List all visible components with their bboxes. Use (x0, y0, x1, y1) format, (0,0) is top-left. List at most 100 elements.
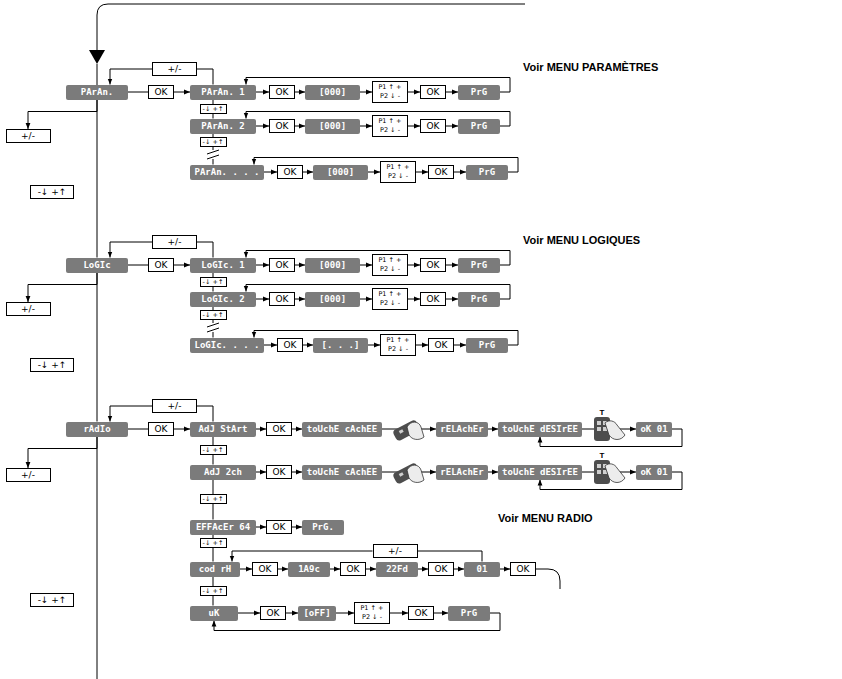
flow-connector (368, 172, 380, 173)
flow-connector (28, 273, 97, 303)
flow-connector (278, 569, 288, 570)
key-letter: T (600, 451, 605, 460)
display-box: LoGIc (66, 258, 128, 273)
node-text: rAdIo (83, 423, 110, 436)
scroll-key-box: -↓ +↑ (200, 137, 227, 147)
node-text: P2 ↓ - (380, 126, 400, 135)
node-text: P2 ↓ - (388, 172, 408, 181)
key-box: OK (277, 338, 303, 352)
remote-hidden-key-icon (392, 462, 424, 485)
key-box: OK (428, 165, 454, 179)
flow-connector (292, 472, 302, 473)
node-text: OK (276, 293, 289, 305)
node-text: OK (427, 86, 440, 98)
node-text: +/- (388, 545, 402, 557)
node-text: PrG (479, 166, 495, 179)
flow-connector (454, 569, 464, 570)
display-box: rELAchEr (436, 422, 488, 437)
display-box: toUchE cAchEE (302, 465, 382, 480)
flow-connector (128, 429, 148, 430)
display-box: 01 (464, 562, 500, 577)
key-box: OK (266, 465, 292, 479)
key-box: +/- (6, 302, 51, 316)
key-box: OK (420, 258, 446, 272)
scroll-key-box: -↓ +↑ (200, 494, 227, 504)
display-box: PrG (448, 606, 490, 621)
node-text: -↓ +↑ (203, 138, 224, 146)
flow-connector (256, 472, 266, 473)
flow-connector (330, 569, 340, 570)
key-box: OK (277, 165, 303, 179)
display-box: PArAn. . . . (190, 165, 264, 180)
display-box: PrG (458, 119, 500, 134)
flow-connector (110, 406, 152, 422)
scroll-key-box: -↓ +↑ (200, 445, 227, 455)
node-text: OK (435, 339, 448, 351)
display-box: LoGIc. . . . (190, 338, 264, 353)
flow-connector (174, 92, 190, 93)
display-box: PrG (466, 338, 508, 353)
display-box: AdJ 2ch (190, 465, 256, 480)
key-box: OK (148, 85, 174, 99)
node-text: -↓ +↑ (203, 539, 224, 547)
flow-connector (174, 265, 190, 266)
flow-connector (434, 613, 448, 614)
flow-connector (360, 92, 372, 93)
arrow-keys-box: P1 ↑ +P2 ↓ - (372, 81, 408, 103)
node-text: OK (347, 563, 360, 575)
menu-reference: Voir MENU LOGIQUES (523, 233, 640, 247)
node-text: P1 ↑ + (360, 604, 383, 613)
display-box: rELAchEr (436, 465, 488, 480)
display-box: PArAn. 2 (190, 119, 256, 134)
node-text: PArAn. . . . (194, 166, 259, 179)
node-text: +/- (168, 63, 182, 75)
flow-connector (446, 265, 458, 266)
flow-connector (408, 299, 420, 300)
node-text: OK (427, 293, 440, 305)
flow-connector (213, 548, 214, 562)
node-text: 1A9c (298, 563, 320, 576)
key-box: OK (269, 258, 295, 272)
flow-connector (197, 242, 213, 258)
key-box: OK (260, 606, 286, 620)
node-text: rELAchEr (440, 466, 483, 479)
arrow-keys-box: P1 ↑ +P2 ↓ - (380, 334, 416, 356)
node-text: P2 ↓ - (362, 613, 382, 622)
display-box: [000] (305, 292, 360, 307)
display-box: PrG (458, 85, 500, 100)
display-box: LoGIc. 2 (190, 292, 256, 307)
node-text: [000] (319, 259, 346, 272)
flow-connector (197, 406, 213, 422)
flow-connector (286, 613, 298, 614)
node-text: PArAn. 1 (201, 86, 244, 99)
node-text: PArAn. 2 (201, 120, 244, 133)
flow-connector (128, 265, 148, 266)
flow-connector (213, 577, 214, 587)
key-box: OK (148, 422, 174, 436)
key-box: OK (269, 119, 295, 133)
node-text: PrG (471, 293, 487, 306)
key-box: +/- (152, 235, 197, 249)
scroll-key-box: -↓ +↑ (200, 538, 227, 548)
node-text: OK (259, 563, 272, 575)
display-box: [000] (305, 119, 360, 134)
flow-connector (256, 265, 269, 266)
node-text: -↓ +↑ (38, 594, 67, 606)
node-text: PrG (471, 259, 487, 272)
flow-connector (256, 299, 269, 300)
arrow-keys-box: P1 ↑ +P2 ↓ - (372, 115, 408, 137)
flow-connector (292, 527, 302, 528)
display-box: PrG (458, 258, 500, 273)
node-text: -↓ +↑ (203, 311, 224, 319)
node-text: LoGIc. 2 (201, 293, 244, 306)
node-text: PrG (461, 607, 477, 620)
flow-connector (28, 437, 97, 469)
remote-hidden-key-icon (392, 419, 424, 442)
node-text: P2 ↓ - (388, 345, 408, 354)
node-text: PrG. (312, 521, 334, 534)
node-text: [000] (319, 293, 346, 306)
node-text: uK (209, 607, 220, 620)
